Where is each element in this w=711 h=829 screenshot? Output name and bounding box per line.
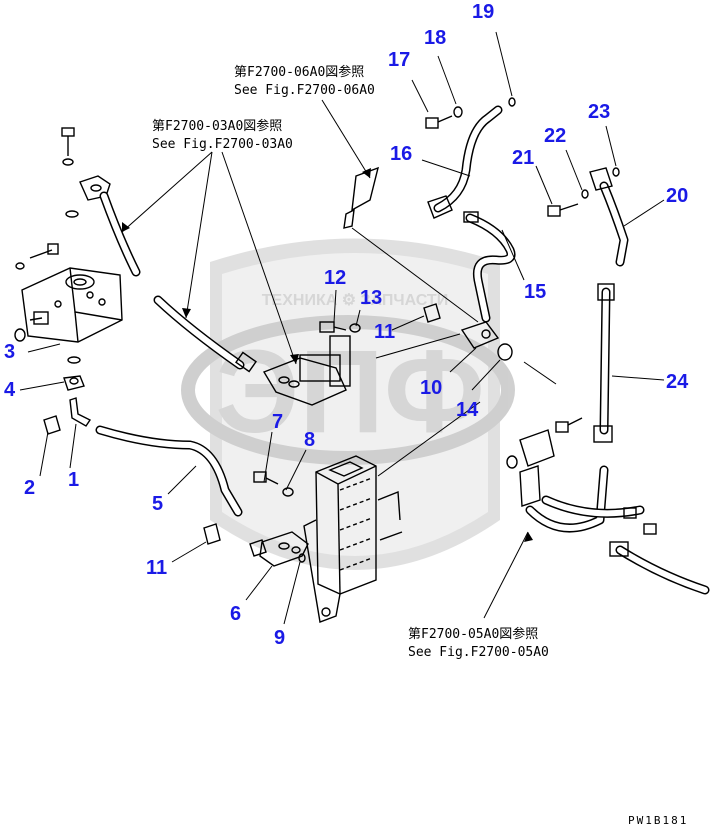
fitting-11-lower <box>203 523 221 545</box>
hose-center <box>153 295 257 373</box>
washer-22 <box>581 189 589 199</box>
part-number-16: 16 <box>390 143 412 165</box>
watermark-top-text: ТЕХНИКА ⚙ ЗАПЧАСТИ <box>262 292 448 309</box>
part-number-labels: 1 2 3 4 5 6 7 8 9 10 11 11 12 13 14 15 1… <box>4 1 689 649</box>
ref-03A0-en: See Fig.F2700-03A0 <box>152 137 293 152</box>
part-number-24: 24 <box>666 371 689 393</box>
ref-05A0-jp: 第F2700-05A0図参照 <box>408 626 538 642</box>
part-number-23: 23 <box>588 101 610 123</box>
bolt-21 <box>547 203 579 217</box>
part-number-11-lower: 11 <box>146 557 167 579</box>
drawing-code: PW1B181 <box>628 814 688 827</box>
watermark-ring <box>181 315 515 465</box>
part-number-9: 9 <box>274 627 285 649</box>
hose-5 <box>95 425 243 517</box>
ref-06A0-jp: 第F2700-06A0図参照 <box>234 64 364 80</box>
part-number-22: 22 <box>544 125 566 147</box>
suction-tube-flange <box>65 175 141 277</box>
part-number-4: 4 <box>4 379 16 401</box>
ref-06A0-en: See Fig.F2700-06A0 <box>234 83 375 98</box>
o-ring-9 <box>298 553 306 563</box>
arrowheads <box>122 168 533 542</box>
o-ring-3 <box>67 356 81 364</box>
hydraulic-pump <box>21 267 123 343</box>
reference-labels: 第F2700-06A0図参照 See Fig.F2700-06A0 第F2700… <box>152 64 549 660</box>
bolt-12 <box>319 321 347 333</box>
tube-15 <box>463 211 516 323</box>
part-number-2: 2 <box>24 477 35 499</box>
part-number-1: 1 <box>68 469 79 491</box>
tube-16 <box>427 105 503 219</box>
bolt-right <box>555 417 583 433</box>
part-number-14: 14 <box>456 399 479 421</box>
o-ring-19 <box>508 97 516 107</box>
tube-20 <box>589 167 629 267</box>
filter-housing <box>303 455 403 623</box>
bolt-17 <box>425 115 453 129</box>
lower-right-assembly <box>506 429 710 595</box>
part-number-8: 8 <box>304 429 315 451</box>
tube-24 <box>593 283 615 443</box>
block-6 <box>249 531 309 567</box>
leader-lines <box>19 31 665 625</box>
part-number-20: 20 <box>666 185 688 207</box>
washer-13 <box>349 323 361 333</box>
part-number-17: 17 <box>388 49 410 71</box>
part-number-13: 13 <box>360 287 382 309</box>
fitting-14-10 <box>460 321 513 361</box>
part-number-15: 15 <box>524 281 546 303</box>
bolt-7 <box>253 471 279 485</box>
part-number-10: 10 <box>420 377 442 399</box>
part-number-12: 12 <box>324 267 346 289</box>
part-number-21: 21 <box>512 147 534 169</box>
part-number-19: 19 <box>472 1 494 23</box>
washer-18 <box>453 106 463 118</box>
connector-06A0 <box>343 166 379 229</box>
pump-bolt-left <box>15 243 59 270</box>
part-number-3: 3 <box>4 341 15 363</box>
nut-4 <box>63 375 85 391</box>
center-valve-block <box>262 335 351 406</box>
part-number-6: 6 <box>230 603 241 625</box>
o-ring <box>14 328 26 342</box>
o-ring-23 <box>612 167 620 177</box>
part-number-11-upper: 11 <box>374 321 395 343</box>
washer-8 <box>282 487 294 497</box>
bolt-top-left <box>61 127 75 166</box>
plug-2 <box>43 415 61 435</box>
elbow-fitting-1 <box>69 397 92 427</box>
part-number-18: 18 <box>424 27 446 49</box>
fitting-11-upper <box>423 303 441 323</box>
ref-03A0-jp: 第F2700-03A0図参照 <box>152 118 282 134</box>
ref-05A0-en: See Fig.F2700-05A0 <box>408 645 549 660</box>
part-number-7: 7 <box>272 411 283 433</box>
part-number-5: 5 <box>152 493 163 515</box>
